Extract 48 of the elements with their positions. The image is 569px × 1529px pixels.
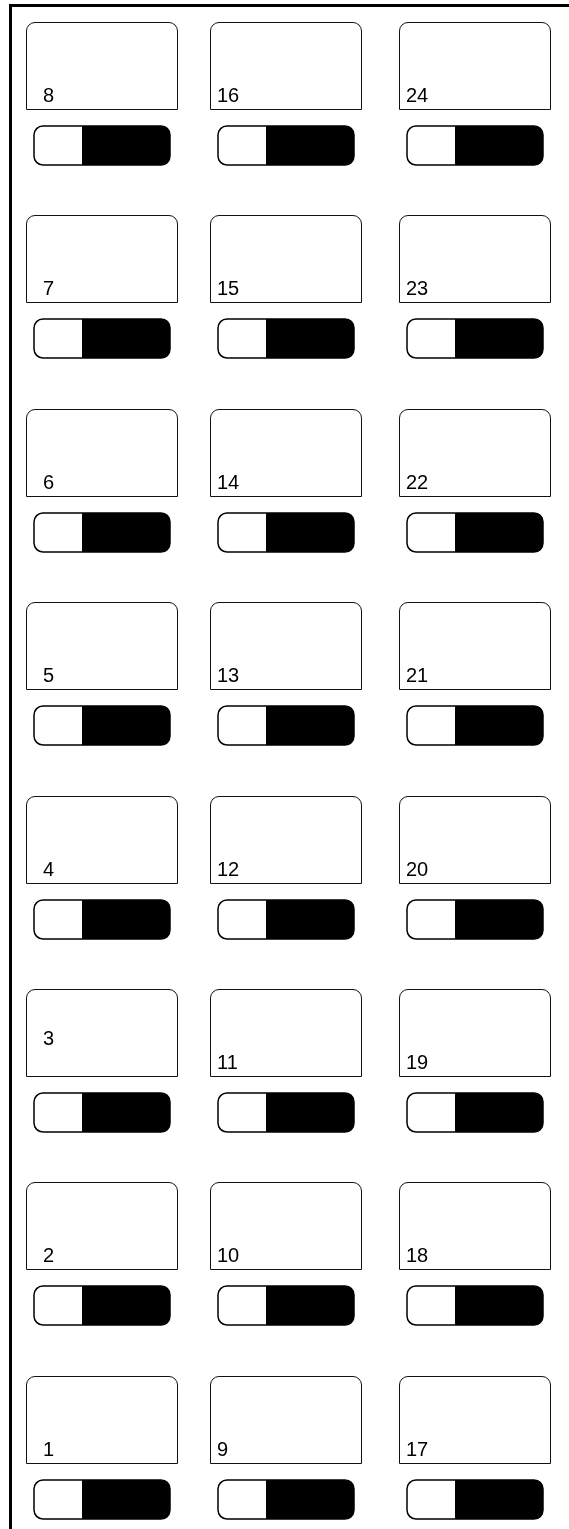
fuse-slot-box	[26, 1376, 178, 1464]
fuse-slot-box	[399, 1182, 551, 1270]
fuse-slot-box	[210, 989, 362, 1077]
fuse-slot-box	[26, 989, 178, 1077]
position-number: 5	[43, 665, 55, 685]
fuse-slot-box	[399, 409, 551, 497]
fuse-slot-box	[399, 602, 551, 690]
position-number: 10	[217, 1245, 240, 1265]
position-number: 18	[406, 1245, 429, 1265]
position-number: 3	[43, 1028, 55, 1048]
position-number: 13	[217, 665, 240, 685]
fuse-slot-box	[399, 796, 551, 884]
position-number: 6	[43, 472, 55, 492]
position-number: 1	[43, 1439, 55, 1459]
fuse-slot-box	[26, 602, 178, 690]
position-number: 11	[217, 1052, 238, 1072]
position-number: 4	[43, 859, 55, 879]
fuse-slot-box	[210, 602, 362, 690]
fuse-slot-box	[210, 409, 362, 497]
position-number: 23	[406, 278, 429, 298]
fuse-slot-box	[26, 22, 178, 110]
fuse-slot-box	[26, 796, 178, 884]
position-number: 20	[406, 859, 429, 879]
fuse-slot-box	[210, 796, 362, 884]
position-number: 2	[43, 1245, 55, 1265]
position-number: 15	[217, 278, 240, 298]
fuse-slot-box	[399, 1376, 551, 1464]
fuse-slot-box	[399, 989, 551, 1077]
position-number: 9	[217, 1439, 229, 1459]
position-number: 12	[217, 859, 240, 879]
position-number: 7	[43, 278, 55, 298]
position-number: 8	[43, 85, 55, 105]
position-number: 14	[217, 472, 240, 492]
position-number: 21	[406, 665, 429, 685]
position-number: 19	[406, 1052, 429, 1072]
fuse-slot-box	[26, 1182, 178, 1270]
fuse-slot-box	[210, 22, 362, 110]
position-number: 16	[217, 85, 240, 105]
fuse-slot-box	[26, 409, 178, 497]
position-number: 17	[406, 1439, 429, 1459]
position-number: 22	[406, 472, 429, 492]
fuse-slot-box	[399, 22, 551, 110]
fuse-slot-box	[399, 215, 551, 303]
fuse-slot-box	[26, 215, 178, 303]
fuse-slot-box	[210, 215, 362, 303]
fuse-slot-box	[210, 1376, 362, 1464]
fuse-slot-box	[210, 1182, 362, 1270]
position-number: 24	[406, 85, 429, 105]
